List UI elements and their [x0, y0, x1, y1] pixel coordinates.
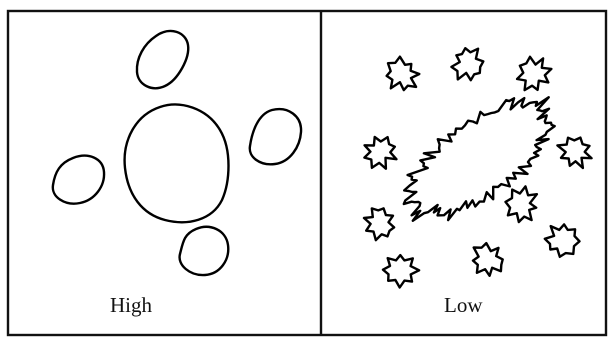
smooth-central-blob — [123, 103, 230, 224]
jagged-satellite-shape — [385, 55, 421, 92]
panel-label-high: High — [110, 293, 153, 317]
jagged-satellite-shape — [471, 241, 504, 277]
jagged-satellite-shape — [504, 185, 539, 224]
jagged-satellite-shape — [450, 47, 485, 82]
jagged-satellite-shape — [543, 223, 581, 258]
smooth-satellite-blob — [135, 29, 190, 90]
smooth-satellite-blob — [51, 154, 106, 205]
jagged-central-shape — [402, 96, 556, 222]
smooth-satellite-blob — [248, 107, 303, 166]
panel-label-low: Low — [444, 293, 483, 317]
jagged-satellite-shape — [515, 55, 553, 92]
panel-low: Low — [362, 47, 593, 317]
panel-high: High — [51, 29, 303, 317]
jagged-satellite-shape — [556, 136, 593, 170]
jagged-satellite-shape — [363, 135, 398, 170]
jagged-satellite-shape — [362, 207, 396, 242]
jagged-satellite-shape — [381, 253, 421, 289]
smooth-satellite-blob — [178, 225, 230, 277]
figure-border — [6, 9, 608, 337]
